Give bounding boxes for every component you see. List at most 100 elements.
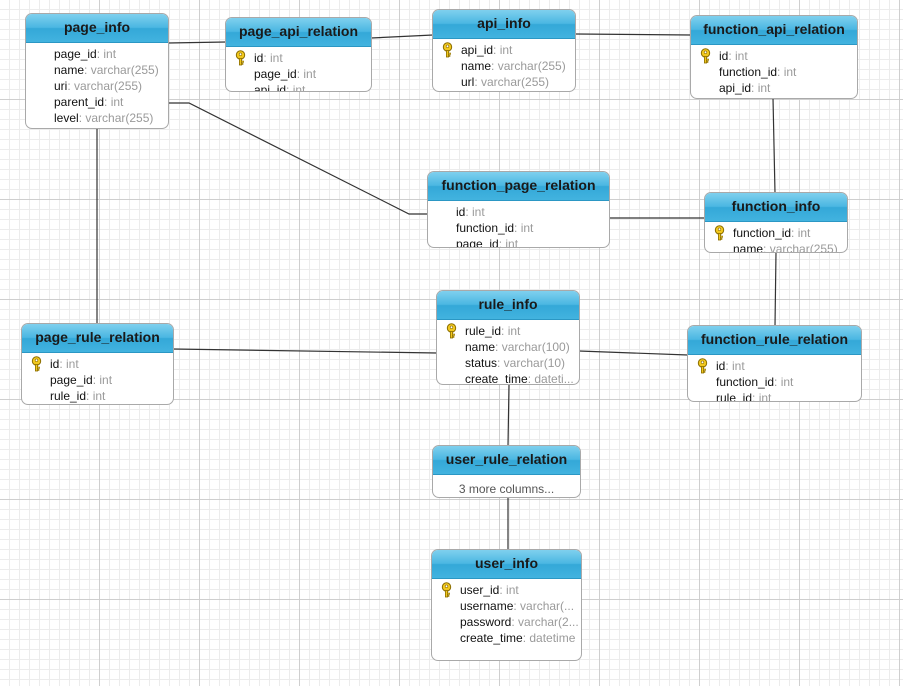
column-name: page_id — [50, 373, 93, 387]
column-name: parent_id — [54, 95, 105, 109]
column-type: : varchar(255) — [474, 75, 550, 89]
table-user-rule-relation[interactable]: user_rule_relation 3 more columns... — [432, 445, 581, 498]
key-icon — [30, 356, 43, 372]
column-name: rule_id — [716, 391, 753, 402]
column-type: : int — [728, 49, 748, 63]
column-name: function_id — [719, 65, 778, 79]
column-row-function-id[interactable]: function_id: int — [691, 64, 857, 80]
column-name: page_id — [456, 237, 499, 248]
column-row-api-id[interactable]: api_id: int — [433, 42, 575, 58]
column-type: : dateti... — [527, 372, 574, 385]
column-row-uri[interactable]: uri: varchar(255) — [26, 78, 168, 94]
rel-function-api-function-info — [772, 97, 776, 194]
column-name: id — [254, 51, 264, 65]
column-row-username[interactable]: username: varchar(... — [432, 598, 581, 614]
column-name: page_id — [254, 67, 297, 81]
column-row-function-id[interactable]: function_id: int — [705, 225, 847, 241]
column-row-api-id[interactable]: api_id: int — [226, 82, 371, 92]
column-name: function_id — [456, 221, 515, 235]
column-row-name[interactable]: name: varchar(100) — [437, 339, 579, 355]
column-row-rule-id[interactable]: rule_id: int — [22, 388, 173, 404]
column-row-function-id[interactable]: function_id: int — [428, 220, 609, 236]
column-row-id[interactable]: id: int — [226, 50, 371, 66]
column-name: name — [733, 242, 764, 253]
column-type: : int — [96, 47, 117, 61]
rel-api-info-function-api — [575, 33, 692, 36]
column-name: id — [456, 205, 466, 219]
column-type: : int — [774, 375, 794, 389]
column-name: id — [716, 359, 726, 373]
column-name: rule_id — [50, 389, 87, 403]
column-type: : varchar(255) — [491, 59, 566, 73]
column-row-name[interactable]: name: varchar(255) — [26, 62, 168, 78]
column-row-page-id[interactable]: page_id: int — [428, 236, 609, 248]
table-title: function_rule_relation — [688, 326, 861, 355]
column-row-id[interactable]: id: int — [22, 356, 173, 372]
column-row-user-id[interactable]: user_id: int — [432, 582, 581, 598]
column-row-rule-id[interactable]: rule_id: int — [437, 323, 579, 339]
rel-page-rule-rule-info — [172, 348, 438, 354]
column-type: : varchar(2... — [511, 615, 579, 629]
column-row-id[interactable]: id: int — [428, 204, 609, 220]
column-row-page-id[interactable]: page_id: int — [26, 46, 168, 62]
column-row-create-time[interactable]: create_time: datetime — [432, 630, 581, 646]
column-row-parent-id[interactable]: parent_id: int — [26, 94, 168, 110]
column-row-rule-id[interactable]: rule_id: int — [688, 390, 861, 402]
table-title: function_api_relation — [691, 16, 857, 45]
column-type: : int — [725, 359, 745, 373]
key-icon — [440, 582, 453, 598]
table-title: user_info — [432, 550, 581, 579]
column-row-url[interactable]: url: varchar(255) — [433, 74, 575, 90]
column-row-level[interactable]: level: varchar(255) — [26, 110, 168, 126]
column-row-page-id[interactable]: page_id: int — [226, 66, 371, 82]
column-type: : int — [752, 391, 772, 402]
table-title: function_page_relation — [428, 172, 609, 201]
column-type: : varchar(255) — [84, 63, 159, 77]
column-name: user_id — [460, 583, 500, 597]
column-name: api_id — [719, 81, 752, 95]
column-type: : int — [104, 95, 124, 109]
column-type: : varchar(10) — [497, 356, 566, 370]
column-row-name[interactable]: name: varchar(255) — [433, 58, 575, 74]
column-type: : datetime — [522, 631, 576, 645]
column-name: name — [54, 63, 85, 77]
column-row-name[interactable]: name: varchar(255) — [705, 241, 847, 253]
column-row-function-id[interactable]: function_id: int — [688, 374, 861, 390]
column-name: api_id — [254, 83, 287, 92]
column-row-password[interactable]: password: varchar(2... — [432, 614, 581, 630]
column-row-status[interactable]: status: varchar(10) — [437, 355, 579, 371]
table-title: rule_info — [437, 291, 579, 320]
column-name: id — [719, 49, 729, 63]
column-type: : int — [465, 205, 485, 219]
more-columns-link[interactable]: 3 more columns... — [458, 482, 555, 496]
column-type: : varchar(255) — [67, 79, 143, 93]
column-row-page-id[interactable]: page_id: int — [22, 372, 173, 388]
key-icon — [699, 48, 712, 64]
column-row-create-time[interactable]: create_time: dateti... — [437, 371, 579, 385]
column-name: rule_id — [465, 324, 502, 338]
column-row-id[interactable]: id: int — [688, 358, 861, 374]
column-row-id[interactable]: id: int — [691, 48, 857, 64]
column-name: level — [54, 111, 79, 125]
column-row-api-id[interactable]: api_id: int — [691, 80, 857, 96]
column-name: password — [460, 615, 512, 629]
table-title: user_rule_relation — [433, 446, 580, 475]
column-name: create_time — [465, 372, 528, 385]
column-name: api_id — [461, 43, 494, 57]
column-name: function_id — [733, 226, 792, 240]
column-type: : varchar(100) — [495, 340, 570, 354]
